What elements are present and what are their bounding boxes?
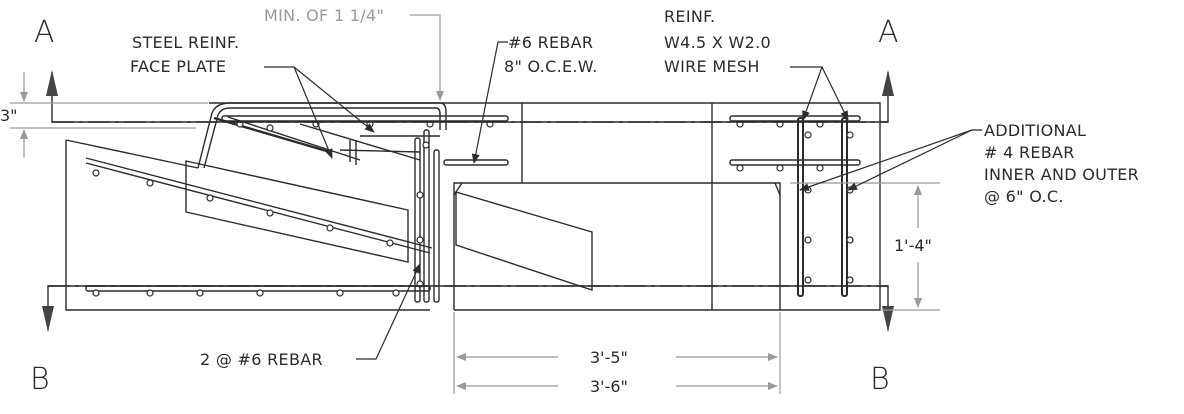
arrow-b-right (882, 306, 894, 332)
arrow-a-left (46, 70, 58, 96)
label-rebar-6-2: 8" O.C.E.W. (504, 57, 597, 76)
dim-depth: 1'-4" (894, 236, 932, 255)
label-wire-mesh-2: W4.5 X W2.0 (664, 33, 771, 52)
leader-lines (264, 41, 982, 360)
arrow-b-left (42, 306, 54, 332)
dim-outer-width: 3'-6" (590, 377, 628, 396)
label-rebar-6-1: #6 REBAR (508, 33, 593, 52)
label-additional-2: # 4 REBAR (984, 143, 1075, 162)
label-additional-1: ADDITIONAL (984, 121, 1086, 140)
dim-inner-width: 3'-5" (590, 348, 628, 367)
rebar-dots (92, 120, 854, 297)
concrete-outline (65, 102, 881, 311)
section-arrows (42, 70, 894, 332)
label-wire-mesh-3: WIRE MESH (664, 57, 760, 76)
dimension-lines (10, 14, 940, 394)
annotations: STEEL REINF. FACE PLATE MIN. OF 1 1/4" #… (0, 6, 1139, 396)
label-two-rebar: 2 @ #6 REBAR (200, 350, 323, 369)
arrow-a-right (882, 70, 894, 96)
label-min-cover: MIN. OF 1 1/4" (264, 6, 384, 25)
label-additional-3: INNER AND OUTER (984, 165, 1139, 184)
label-steel-face-plate-2: FACE PLATE (130, 57, 226, 76)
dim-top-cover: 3" (0, 106, 18, 125)
steel-face-plate (197, 102, 447, 169)
label-wire-mesh-1: REINF. (664, 7, 715, 26)
label-additional-4: @ 6" O.C. (984, 187, 1064, 206)
section-label-b-right: B (870, 362, 890, 397)
section-label-b-left: B (30, 362, 50, 397)
rebar-lines (85, 115, 861, 303)
label-steel-face-plate-1: STEEL REINF. (132, 33, 239, 52)
section-label-a-left: A (34, 15, 55, 50)
section-label-a-right: A (878, 15, 899, 50)
